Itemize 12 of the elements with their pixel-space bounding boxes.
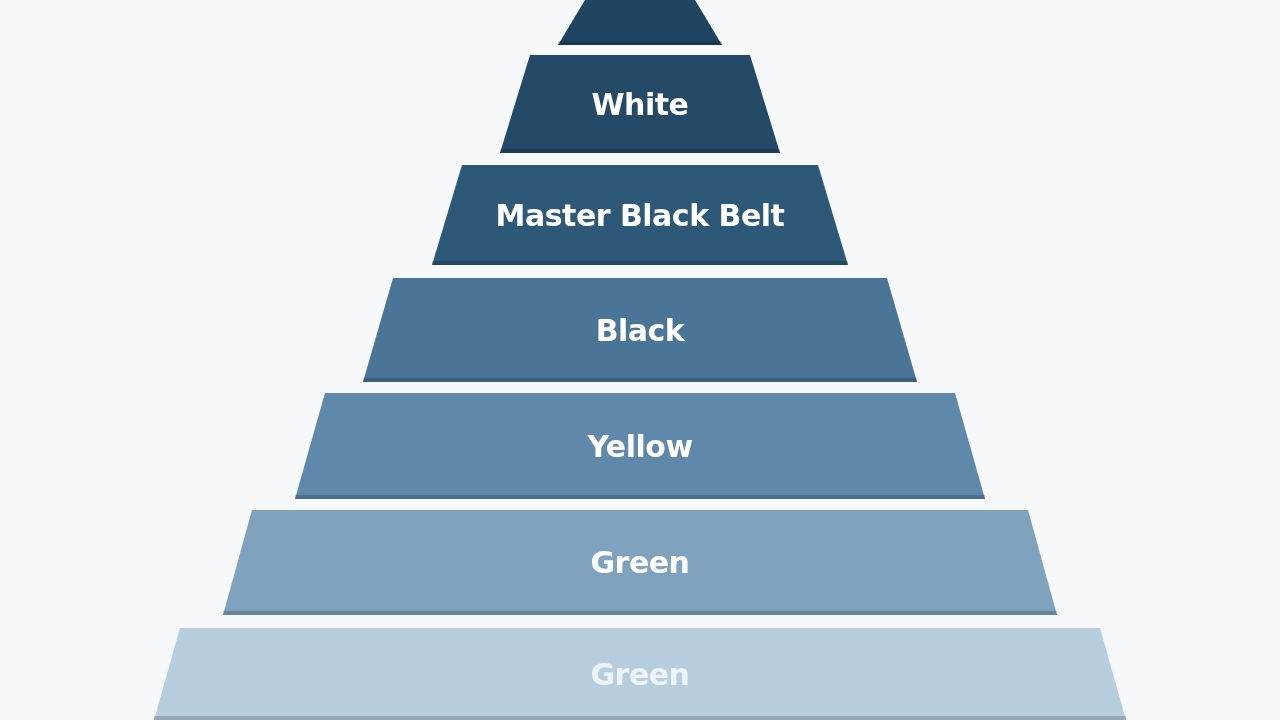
- tier-label: Master Black Belt: [495, 196, 785, 235]
- pyramid-tier: [363, 278, 917, 382]
- pyramid-tier: [154, 628, 1126, 720]
- pyramid-tier: [500, 55, 780, 153]
- pyramid-tier: [295, 393, 985, 499]
- tier-label: Yellow: [587, 427, 693, 466]
- tier-label: Black: [595, 311, 685, 350]
- tier-label: Green: [590, 544, 690, 582]
- tier-label: White: [591, 85, 689, 124]
- pyramid-tier: [558, 0, 722, 45]
- pyramid-tier: [223, 510, 1057, 615]
- pyramid-tier: [432, 165, 848, 265]
